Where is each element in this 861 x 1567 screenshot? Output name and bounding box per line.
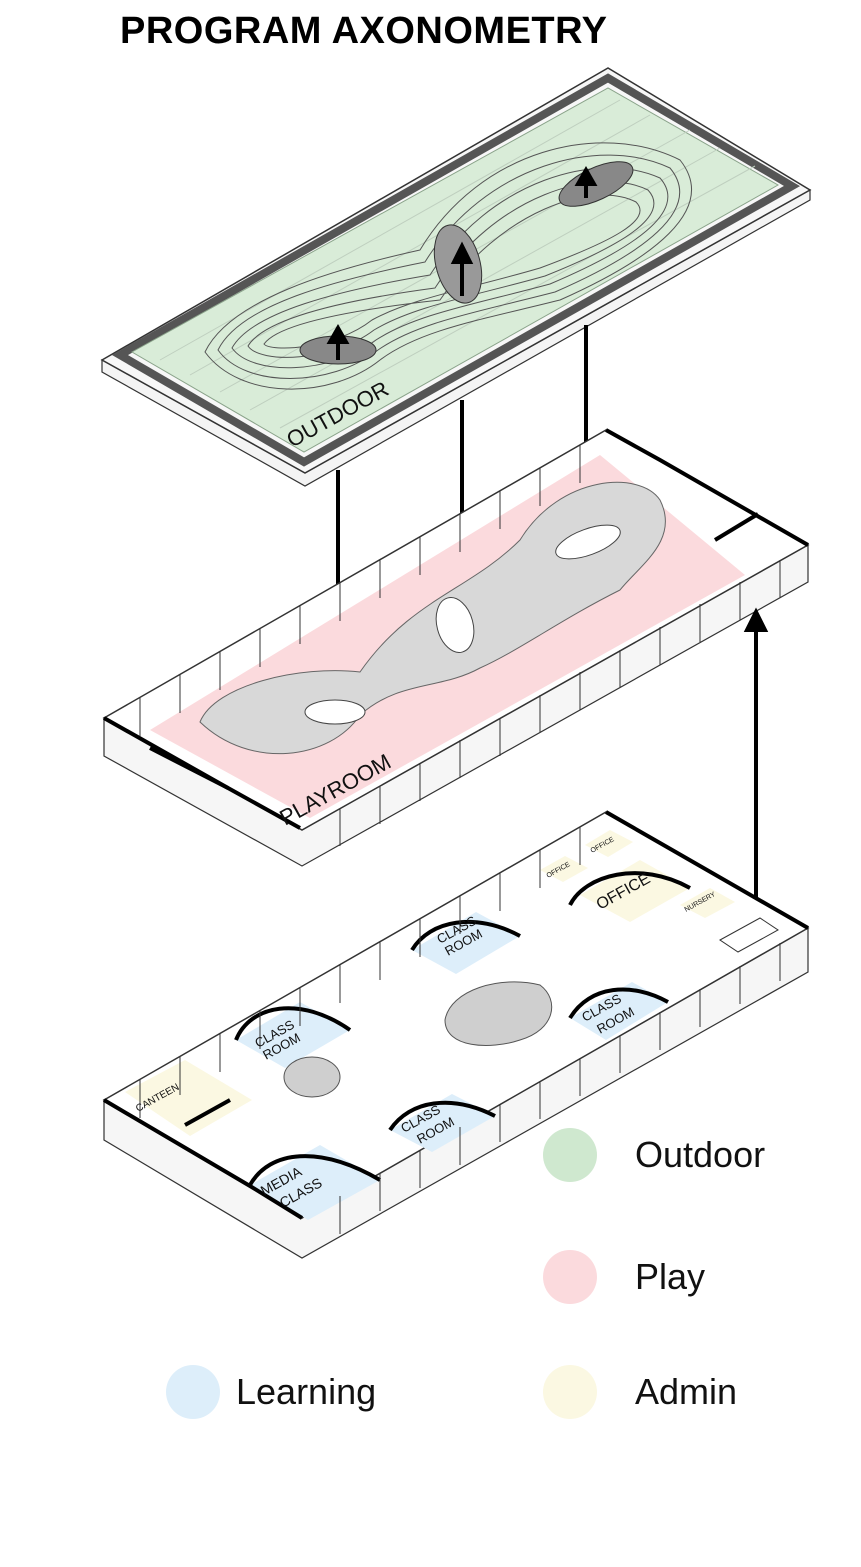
ground-small-floor [283,1056,341,1098]
legend-label-learning: Learning [236,1371,376,1412]
legend-label-outdoor: Outdoor [635,1134,765,1175]
ground-to-playroom-connector [743,607,769,935]
ground-facade-mullions [139,827,781,1234]
legend-label-play: Play [635,1256,705,1297]
legend-swatch-play [543,1250,597,1304]
legend-swatch-learning [166,1365,220,1419]
ground-stair [719,917,779,953]
zone-classroom-2 [412,912,520,974]
zone-nursery [680,888,735,918]
legend-label-admin: Admin [635,1371,737,1412]
zone-classroom-1 [236,1002,350,1068]
legend-swatch-outdoor [543,1128,597,1182]
ground-central-floor [444,981,553,1046]
zone-classroom-3 [570,982,668,1040]
playroom-walls [103,428,809,830]
legend-swatch-admin [543,1365,597,1419]
outdoor-parapet [111,73,801,467]
ground-level: CANTEEN CLASS ROOM CLASS ROOM CLASS ROOM… [102,810,810,1259]
ground-walls [102,810,809,1220]
playroom-stairs [304,524,621,725]
playroom-level: PLAYROOM [102,428,810,867]
zone-classroom-4 [390,1094,495,1152]
playroom-facade-mullions [139,445,781,846]
zone-office-small-1 [540,856,588,882]
outdoor-up-arrows [326,165,598,360]
legend: Outdoor Play Learning Admin [166,1128,765,1419]
diagram-title: PROGRAM AXONOMETRY [120,10,608,52]
zone-office-small-2 [585,830,633,857]
outdoor-level: OUTDOOR [100,67,812,487]
zone-canteen [125,1060,252,1136]
